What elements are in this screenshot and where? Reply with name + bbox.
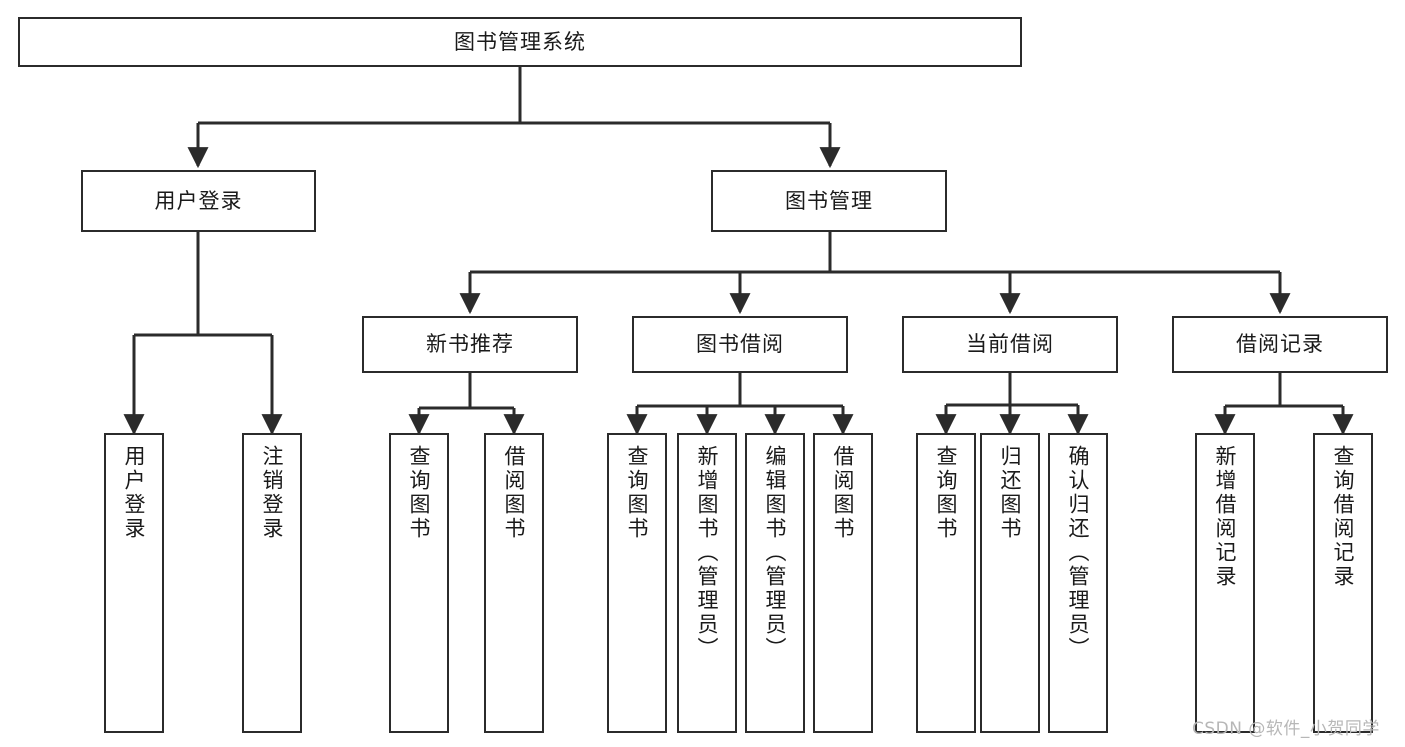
- node-borrow-record-label: 借阅记录: [1236, 332, 1324, 357]
- node-book-borrow-label: 图书借阅: [696, 332, 784, 357]
- leaf-current-borrow-3[interactable]: 确认归还（管理员）: [1048, 433, 1108, 733]
- leaf-label: 注销登录: [260, 445, 285, 541]
- leaf-book-borrow-4[interactable]: 借阅图书: [813, 433, 873, 733]
- leaf-new-book-recommend-1[interactable]: 查询图书: [389, 433, 449, 733]
- leaf-label: 查询图书: [934, 445, 959, 541]
- leaf-label: 查询图书: [625, 445, 650, 541]
- node-book-manage-label: 图书管理: [785, 188, 873, 213]
- leaf-book-borrow-2[interactable]: 新增图书（管理员）: [677, 433, 737, 733]
- node-user-login-label: 用户登录: [154, 188, 243, 213]
- leaf-label: 归还图书: [998, 445, 1023, 541]
- leaf-label: 用户登录: [122, 445, 147, 541]
- leaf-user-login-2[interactable]: 注销登录: [242, 433, 302, 733]
- leaf-label: 新增图书（管理员）: [695, 445, 720, 661]
- leaf-current-borrow-2[interactable]: 归还图书: [980, 433, 1040, 733]
- leaf-label: 借阅图书: [502, 445, 527, 541]
- leaf-label: 借阅图书: [831, 445, 856, 541]
- node-new-book-recommend-label: 新书推荐: [426, 332, 514, 357]
- leaf-borrow-record-2[interactable]: 查询借阅记录: [1313, 433, 1373, 733]
- leaf-borrow-record-1[interactable]: 新增借阅记录: [1195, 433, 1255, 733]
- leaf-label: 查询借阅记录: [1331, 445, 1356, 589]
- leaf-label: 新增借阅记录: [1213, 445, 1238, 589]
- node-root[interactable]: 图书管理系统: [18, 17, 1022, 67]
- node-root-label: 图书管理系统: [454, 29, 586, 54]
- node-current-borrow[interactable]: 当前借阅: [902, 316, 1118, 373]
- watermark: CSDN @软件_小贺同学: [1192, 719, 1380, 739]
- node-borrow-record[interactable]: 借阅记录: [1172, 316, 1388, 373]
- leaf-label: 查询图书: [407, 445, 432, 541]
- leaf-book-borrow-3[interactable]: 编辑图书（管理员）: [745, 433, 805, 733]
- leaf-book-borrow-1[interactable]: 查询图书: [607, 433, 667, 733]
- node-current-borrow-label: 当前借阅: [966, 332, 1054, 357]
- node-new-book-recommend[interactable]: 新书推荐: [362, 316, 578, 373]
- leaf-label: 确认归还（管理员）: [1066, 445, 1091, 661]
- node-user-login[interactable]: 用户登录: [81, 170, 316, 232]
- leaf-new-book-recommend-2[interactable]: 借阅图书: [484, 433, 544, 733]
- leaf-label: 编辑图书（管理员）: [763, 445, 788, 661]
- leaf-user-login-1[interactable]: 用户登录: [104, 433, 164, 733]
- node-book-manage[interactable]: 图书管理: [711, 170, 947, 232]
- leaf-current-borrow-1[interactable]: 查询图书: [916, 433, 976, 733]
- node-book-borrow[interactable]: 图书借阅: [632, 316, 848, 373]
